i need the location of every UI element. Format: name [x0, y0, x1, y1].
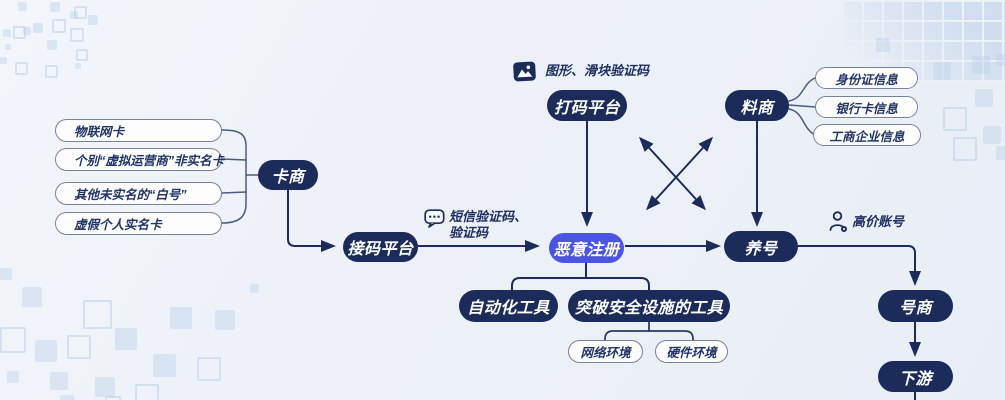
decor-square — [50, 2, 60, 12]
node-data-dealer: 料商 — [725, 90, 789, 121]
node-malicious-registration: 恶意注册 — [549, 233, 624, 263]
node-account-nurture: 养号 — [724, 231, 798, 262]
label-sms-codes: 短信验证码、 验证码 — [449, 209, 527, 241]
decor-square — [933, 62, 951, 80]
decor-square — [996, 54, 1005, 66]
flow-arrows — [287, 121, 921, 400]
pill-data-type: 身份证信息 — [815, 67, 918, 89]
pill-environment: 硬件环境 — [655, 340, 728, 363]
decor-square — [88, 15, 98, 25]
decor-square — [67, 335, 91, 359]
decor-square — [0, 268, 12, 280]
pill-card-source: 个别“虚拟运营商”非实名卡 — [55, 148, 224, 171]
decor-square — [215, 310, 235, 330]
decor-square — [996, 146, 1005, 160]
decor-square — [0, 57, 7, 64]
bracket-data-types — [788, 77, 816, 136]
pill-data-type: 银行卡信息 — [815, 96, 918, 118]
decor-square — [45, 65, 58, 78]
decor-square — [953, 137, 977, 161]
decor-square — [197, 357, 221, 381]
decor-square — [115, 328, 137, 350]
pill-data-type: 工商企业信息 — [813, 124, 921, 146]
bracket-card-sources — [221, 129, 259, 224]
node-sms-platform: 接码平台 — [343, 232, 418, 262]
decor-square — [3, 29, 11, 37]
decor-square — [876, 38, 890, 52]
decor-square — [33, 23, 43, 33]
decor-square — [52, 19, 66, 33]
decor-square — [153, 354, 176, 377]
decor-square — [250, 284, 259, 293]
decor-square — [105, 396, 121, 400]
decor-square — [50, 372, 68, 390]
pill-card-source: 物联网卡 — [55, 119, 222, 142]
node-breach-tools: 突破安全设施的工具 — [568, 290, 730, 322]
person-icon — [828, 210, 849, 238]
decor-square — [83, 300, 112, 329]
decor-square — [75, 63, 81, 69]
decor-square — [170, 307, 192, 329]
decor-square — [0, 327, 26, 353]
decor-square — [23, 27, 31, 35]
decor-square — [7, 371, 19, 383]
arrow-captcha-nurture-both — [638, 136, 707, 211]
pill-card-source: 虚假个人实名卡 — [55, 212, 222, 235]
image-icon — [512, 60, 537, 88]
decor-square — [74, 6, 87, 19]
bracket-tools — [511, 262, 650, 291]
decor-square — [70, 11, 78, 19]
label-sms-line2: 验证码 — [449, 225, 489, 240]
decor-square — [5, 44, 11, 50]
node-downstream: 下游 — [878, 361, 953, 392]
decor-square — [70, 28, 84, 42]
decor-square — [983, 126, 1001, 144]
decor-square — [60, 395, 74, 400]
decor-square — [15, 62, 28, 75]
decor-square — [972, 56, 990, 74]
bracket-environments — [604, 321, 694, 341]
arrow-datadealer-malicious-both — [645, 136, 714, 211]
decor-square — [13, 26, 26, 39]
decor-square — [76, 49, 88, 61]
arrow-nurture-accountdealer — [798, 245, 921, 286]
label-captcha-types: 图形、滑块验证码 — [545, 63, 650, 78]
decor-square — [95, 377, 115, 397]
decor-square — [135, 384, 159, 400]
node-captcha-platform: 打码平台 — [547, 90, 627, 121]
node-account-dealer: 号商 — [878, 290, 953, 322]
arrow-carddealer-smsplatform — [287, 190, 336, 252]
decor-square — [975, 89, 993, 107]
label-premium-account: 高价账号 — [852, 214, 905, 229]
label-sms-line1: 短信验证码、 — [449, 209, 528, 224]
node-card-dealer: 卡商 — [258, 160, 318, 190]
decor-square — [22, 287, 42, 307]
decor-square — [18, 2, 27, 11]
chat-bubble-icon — [424, 209, 445, 233]
decor-square — [943, 107, 967, 131]
decor-square — [47, 40, 57, 50]
node-auto-tools: 自动化工具 — [459, 290, 558, 322]
pill-card-source: 其他未实名的“白号” — [55, 182, 222, 205]
decor-square — [35, 340, 57, 362]
pill-environment: 网络环境 — [568, 340, 643, 363]
